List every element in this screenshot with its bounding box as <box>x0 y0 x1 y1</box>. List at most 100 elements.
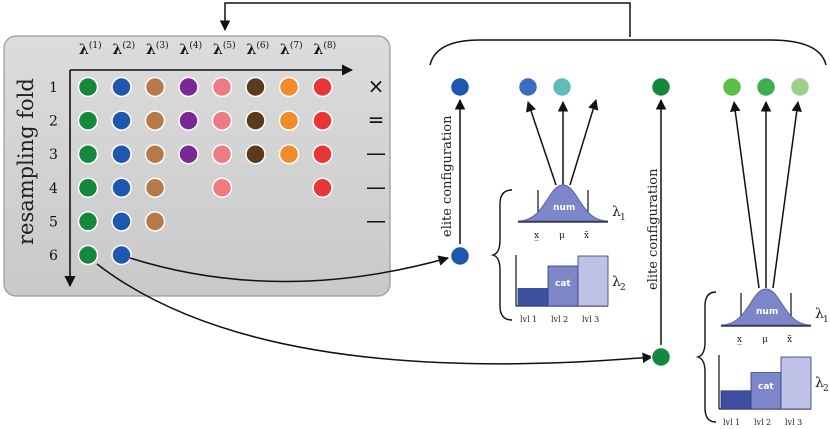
column-header-2: λ(2) <box>113 40 136 58</box>
row-label-4: 4 <box>49 181 58 197</box>
svg-text:2: 2 <box>620 283 626 293</box>
config-dot-r5-c2 <box>111 211 132 232</box>
config-dot-r4-c2 <box>111 177 132 199</box>
left-bar-lvl2 <box>547 265 579 307</box>
config-dot-r4-c3 <box>144 177 166 199</box>
configuration-grid <box>77 76 333 266</box>
row-mark-1: × <box>368 74 385 98</box>
config-dot-r5-c3 <box>144 211 166 232</box>
svg-text:λ: λ <box>815 306 824 322</box>
svg-text:x̄: x̄ <box>787 335 792 345</box>
config-dot-r4-c5 <box>211 177 233 199</box>
row-mark-5: — <box>366 208 386 232</box>
right-branch: elite configuration num x̲ μ x̄ λ 1 cat <box>646 76 829 427</box>
left-branch: elite configuration num x̲ μ x̄ λ 1 <box>440 76 626 324</box>
left-child-arrow-1 <box>526 101 557 186</box>
svg-text:num: num <box>553 203 575 213</box>
config-dot-r2-c1 <box>77 110 99 131</box>
resampling-fold-label: resampling fold <box>14 78 38 245</box>
row-label-1: 1 <box>49 80 58 96</box>
svg-text:λ: λ <box>612 204 621 220</box>
config-dot-r1-c6 <box>245 76 266 98</box>
svg-text:x̲: x̲ <box>737 335 742 345</box>
config-dot-r2-c7 <box>278 110 300 131</box>
left-top-node <box>449 76 471 98</box>
right-brace <box>695 291 717 423</box>
left-child-node-2 <box>551 76 573 98</box>
config-dot-r3-c8 <box>312 143 333 165</box>
arrow-to-right-elite <box>96 263 654 365</box>
left-child-node-1 <box>517 76 539 98</box>
left-brace <box>490 189 513 321</box>
config-dot-r1-c3 <box>144 76 166 98</box>
svg-text:2: 2 <box>823 384 829 394</box>
svg-text:num: num <box>756 307 778 317</box>
right-bar-lvl1 <box>720 390 752 410</box>
config-dot-r3-c2 <box>111 143 132 165</box>
row-marks: × = — — — <box>366 74 386 232</box>
svg-text:lvl 1: lvl 1 <box>520 315 537 324</box>
left-elite-label: elite configuration <box>440 115 455 237</box>
column-header-1: λ(1) <box>79 40 102 58</box>
column-headers: λ(1)λ(2)λ(3)λ(4)λ(5)λ(6)λ(7)λ(8) <box>79 40 336 58</box>
svg-text:lvl 3: lvl 3 <box>785 418 802 427</box>
row-mark-3: — <box>366 141 386 165</box>
right-child-node-1 <box>721 76 743 98</box>
config-dot-r5-c1 <box>77 211 99 232</box>
right-child-node-3 <box>789 76 811 98</box>
feedback-arrow <box>219 2 631 37</box>
config-dot-r1-c5 <box>211 76 233 98</box>
row-label-2: 2 <box>49 114 58 130</box>
right-child-node-2 <box>755 76 777 98</box>
config-dot-r2-c8 <box>312 110 333 131</box>
row-mark-4: — <box>366 175 386 199</box>
config-dot-r3-c5 <box>211 143 233 165</box>
config-dot-r2-c5 <box>211 110 233 131</box>
config-dot-r2-c2 <box>111 110 132 131</box>
column-header-6: λ(6) <box>247 40 270 58</box>
branch-arc <box>429 39 827 66</box>
config-dot-r6-c1 <box>77 244 99 266</box>
config-dot-r4-c1 <box>77 177 99 199</box>
config-dot-r1-c7 <box>278 76 300 98</box>
row-label-6: 6 <box>49 248 58 264</box>
svg-text:1: 1 <box>823 315 829 325</box>
svg-text:lvl 1: lvl 1 <box>723 418 740 427</box>
svg-text:λ: λ <box>815 375 824 391</box>
right-categorical-distribution: cat lvl 1 lvl 2 lvl 3 λ 2 <box>718 355 829 427</box>
left-categorical-distribution: cat lvl 1 lvl 2 lvl 3 λ 2 <box>515 255 626 324</box>
right-child-arrow-1 <box>730 100 760 289</box>
svg-text:λ: λ <box>612 274 621 290</box>
row-label-5: 5 <box>49 214 58 230</box>
svg-text:x̲: x̲ <box>534 231 539 241</box>
right-numeric-distribution: num x̲ μ x̄ λ 1 <box>720 288 829 345</box>
svg-text:cat: cat <box>758 382 774 392</box>
svg-text:x̄: x̄ <box>584 231 589 241</box>
svg-text:1: 1 <box>620 213 626 223</box>
config-dot-r6-c2 <box>111 244 132 266</box>
column-header-7: λ(7) <box>280 40 303 58</box>
right-bar-lvl3 <box>780 356 812 410</box>
config-dot-r2-c4 <box>178 110 199 131</box>
config-dot-r1-c8 <box>312 76 333 98</box>
column-header-8: λ(8) <box>314 40 337 58</box>
config-dot-r3-c3 <box>144 143 166 165</box>
resampling-panel <box>3 35 391 297</box>
svg-text:μ: μ <box>559 231 565 241</box>
config-dot-r3-c1 <box>77 143 99 165</box>
svg-text:μ: μ <box>762 335 768 345</box>
svg-text:lvl 2: lvl 2 <box>551 315 568 324</box>
config-dot-r1-c4 <box>178 76 199 98</box>
left-numeric-distribution: num x̲ μ x̄ λ 1 <box>517 184 626 241</box>
config-dot-r4-c8 <box>312 177 333 199</box>
config-dot-r1-c1 <box>77 76 99 98</box>
left-elite-node <box>449 245 471 267</box>
row-mark-2: = <box>368 108 385 132</box>
svg-text:lvl 3: lvl 3 <box>582 315 599 324</box>
left-bar-lvl3 <box>577 255 609 307</box>
right-child-arrow-3 <box>772 100 802 289</box>
right-elite-node <box>650 346 672 368</box>
config-dot-r3-c4 <box>178 143 199 165</box>
